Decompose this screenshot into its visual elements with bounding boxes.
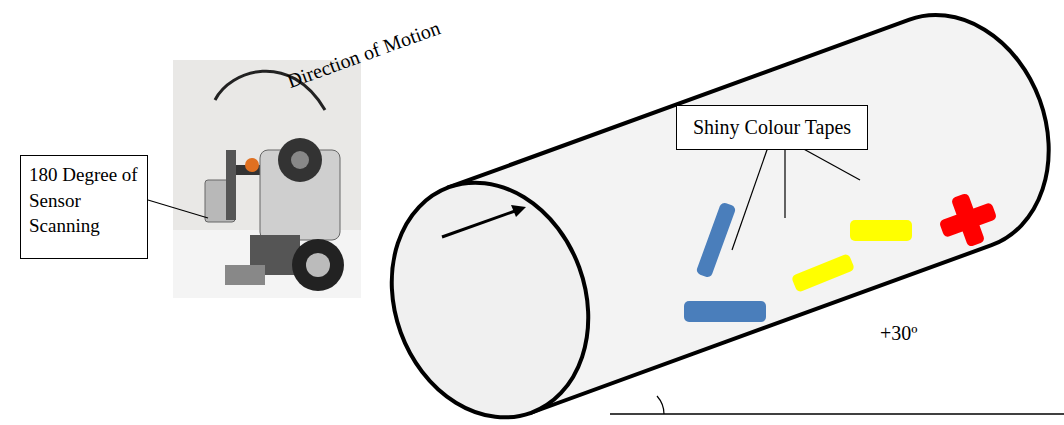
leader-line bbox=[800, 147, 860, 180]
leader-line bbox=[784, 147, 785, 218]
ground-line bbox=[610, 413, 1064, 415]
leader-line bbox=[148, 200, 208, 218]
angle-arc bbox=[657, 396, 664, 414]
red-cross-tape bbox=[933, 186, 1003, 254]
tube-cylinder bbox=[360, 0, 1064, 425]
arrow-head bbox=[511, 205, 526, 217]
leader-line bbox=[732, 147, 768, 250]
callout-box: 180 Degree of Sensor Scanning bbox=[20, 155, 148, 259]
yellow-tape bbox=[791, 253, 855, 293]
box-text: Shiny Colour Tapes bbox=[683, 114, 861, 141]
blue-tape bbox=[684, 301, 766, 322]
motion-label: Direction of Motion bbox=[284, 16, 443, 93]
robot-photo bbox=[173, 60, 361, 298]
motion-arrow bbox=[442, 211, 515, 237]
yellow-tape bbox=[850, 220, 912, 241]
label-box: Shiny Colour Tapes bbox=[676, 105, 868, 150]
angle-label: +30º bbox=[880, 322, 917, 345]
blue-tape bbox=[695, 202, 736, 279]
tube-opening bbox=[360, 155, 621, 425]
box-text: 180 Degree of Sensor Scanning bbox=[29, 162, 139, 239]
